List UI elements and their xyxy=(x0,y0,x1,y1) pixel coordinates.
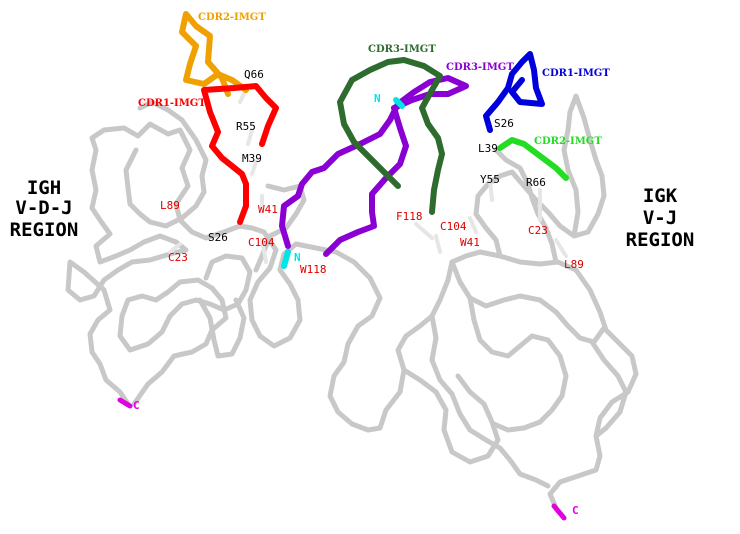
kappa-cdr3-label: CDR3-IMGT xyxy=(368,44,436,55)
kappa-cdr2-label: CDR2-IMGT xyxy=(534,136,602,147)
heavy-c-terminus-marker xyxy=(117,397,133,409)
heavy-n-terminus-marker xyxy=(281,249,291,269)
kappa-cdr1-label: CDR1-IMGT xyxy=(542,68,610,79)
kappa-backbone-trace-1 xyxy=(383,249,639,511)
residue-k-y55: Y55 xyxy=(480,173,500,186)
stick-f118 xyxy=(414,222,434,240)
residue-k-c104: C104 xyxy=(440,220,467,233)
igh-region-label: IGH V-D-J REGION xyxy=(10,177,79,241)
kappa-backbone-trace-7 xyxy=(401,367,501,465)
heavy-cdr1-label: CDR1-IMGT xyxy=(138,98,206,109)
residue-h-c23: C23 xyxy=(168,251,188,264)
residue-k-w41: W41 xyxy=(460,236,480,249)
igh-label-line-1: IGH xyxy=(27,177,61,199)
stick-y55 xyxy=(488,178,494,202)
residue-h-r55: R55 xyxy=(236,120,256,133)
kappa-backbone-trace-4 xyxy=(467,295,569,433)
kappa-cdr2-loop xyxy=(497,137,569,181)
kappa-backbone-trace-5 xyxy=(473,93,607,259)
kappa-backbone-trace-3 xyxy=(449,259,607,345)
residue-h-w41: W41 xyxy=(258,203,278,216)
kappa-c-terminus-marker xyxy=(551,503,567,521)
kappa-c-terminus-label: C xyxy=(572,504,579,517)
residue-k-f118: F118 xyxy=(396,210,423,223)
residue-h-m39: M39 xyxy=(242,152,262,165)
igk-label-line-3: REGION xyxy=(626,229,695,251)
residue-k-l89: L89 xyxy=(564,258,584,271)
residue-h-w118: W118 xyxy=(300,263,327,276)
heavy-cdr2-label: CDR2-IMGT xyxy=(198,12,266,23)
kappa-backbone-trace-8 xyxy=(493,147,559,265)
heavy-c-terminus-label: C xyxy=(133,399,140,412)
kappa-chain-backbone xyxy=(383,93,639,511)
heavy-backbone-trace-4 xyxy=(247,225,389,433)
stick-k-c104 xyxy=(434,234,442,254)
kappa-cdr3-loop xyxy=(337,57,445,215)
igh-label-line-2: V-D-J xyxy=(15,197,72,219)
residue-h-c104: C104 xyxy=(248,236,275,249)
heavy-chain-backbone xyxy=(65,99,389,433)
residue-labels: Q66 R55 M39 W41 S26 C104 L89 C23 W118 S2… xyxy=(160,68,584,276)
stick-r55 xyxy=(246,128,254,146)
heavy-cdr1-loop xyxy=(201,83,279,225)
stick-h-c23 xyxy=(168,242,182,254)
residue-h-s26: S26 xyxy=(208,231,228,244)
heavy-backbone-trace-5 xyxy=(197,297,247,359)
stick-h-c104 xyxy=(260,238,268,264)
stick-k-c23 xyxy=(554,238,568,258)
residue-k-c23: C23 xyxy=(528,224,548,237)
igk-label-line-1: IGK xyxy=(643,185,678,207)
heavy-cdr2-loop xyxy=(179,11,249,97)
cdr-loops xyxy=(179,11,569,257)
heavy-backbone-trace-2 xyxy=(123,99,209,229)
heavy-cdr3-loop xyxy=(279,75,469,257)
heavy-backbone-trace-1 xyxy=(65,121,255,407)
kappa-n-terminus-marker xyxy=(393,97,405,109)
kappa-backbone-trace-6 xyxy=(589,339,629,439)
igk-label-line-2: V-J xyxy=(643,207,677,229)
stick-k-w41 xyxy=(468,216,478,234)
igk-region-label: IGK V-J REGION xyxy=(626,185,695,251)
kappa-backbone-trace-2 xyxy=(429,313,551,489)
residue-h-q66: Q66 xyxy=(244,68,264,81)
residue-k-s26: S26 xyxy=(494,117,514,130)
termini-markers xyxy=(117,97,567,521)
heavy-n-terminus-label: N xyxy=(294,251,301,264)
residue-k-r66: R66 xyxy=(526,176,546,189)
stick-m39 xyxy=(250,160,258,176)
heavy-backbone-trace-3 xyxy=(117,253,253,407)
heavy-cdr3-label: CDR3-IMGT xyxy=(446,62,514,73)
residue-h-l89: L89 xyxy=(160,199,180,212)
kappa-cdr1-loop xyxy=(483,51,545,133)
kappa-n-terminus-label: N xyxy=(374,92,381,105)
residue-k-l39: L39 xyxy=(478,142,498,155)
igh-label-line-3: REGION xyxy=(10,219,79,241)
